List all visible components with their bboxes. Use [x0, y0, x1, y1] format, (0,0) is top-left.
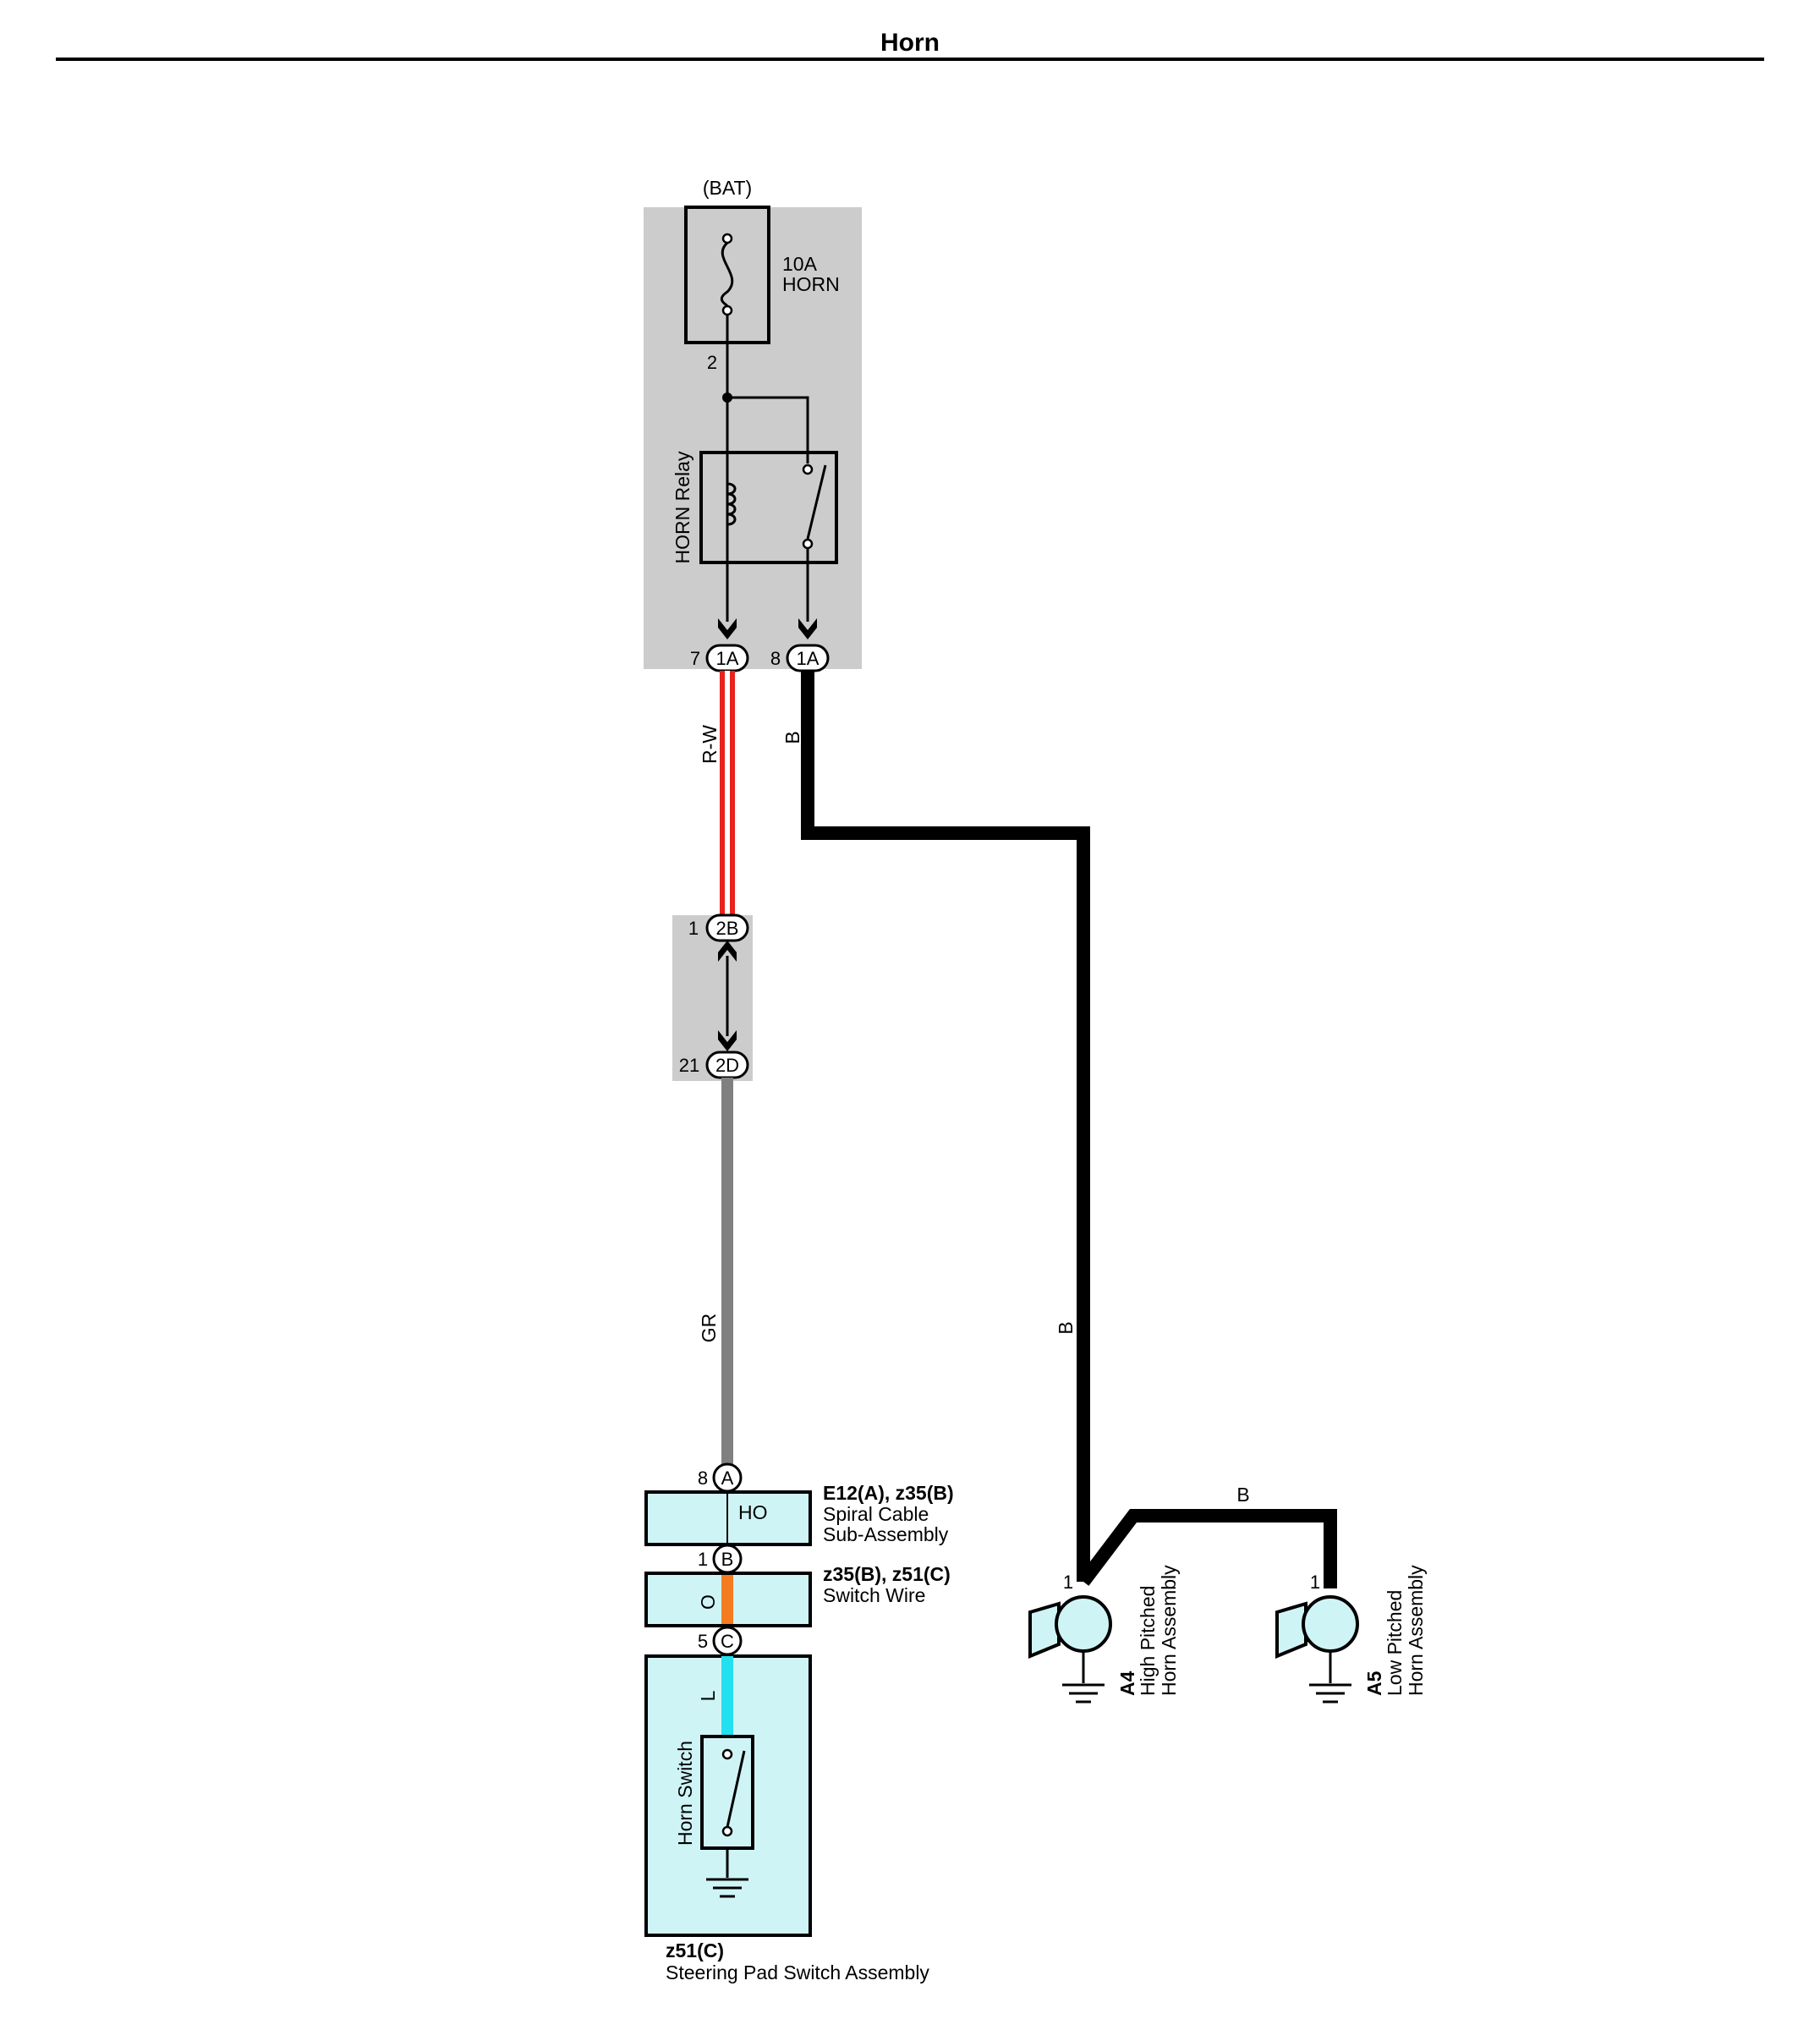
- horn-switch-name: Horn Switch: [674, 1741, 696, 1846]
- horn-low-pin: 1: [1310, 1572, 1320, 1593]
- wire-o-label: O: [697, 1594, 719, 1610]
- wire-b-label: B: [1055, 1321, 1077, 1334]
- relay-box: [699, 451, 838, 564]
- connector-pin: 21: [679, 1055, 699, 1076]
- relay-coil-icon: [726, 482, 737, 526]
- connector-pin: 8: [698, 1468, 708, 1489]
- fuse-name: HORN: [782, 273, 840, 295]
- connector-code: 2B: [716, 918, 739, 939]
- steering-pad-name: Steering Pad Switch Assembly: [666, 1961, 929, 1983]
- switch-wire-name: Switch Wire: [823, 1584, 925, 1606]
- relay-name: HORN Relay: [672, 451, 693, 563]
- fuse-out-pin: 2: [707, 352, 717, 373]
- relay-switch-feed: [727, 396, 809, 464]
- connector-a: [712, 1462, 743, 1493]
- wire-rw-label: R-W: [699, 725, 721, 764]
- horn-low-icon: [1275, 1595, 1359, 1704]
- connector-pin: 8: [770, 648, 781, 669]
- spiral-cable-name-1: Spiral Cable: [823, 1503, 929, 1525]
- horn-switch-contact-bottom: [721, 1825, 733, 1837]
- horn-low-name-1: Low Pitched: [1384, 1590, 1406, 1696]
- horn-high-icon: [1028, 1595, 1112, 1704]
- arrow-icon: [798, 618, 817, 639]
- horn-low-name-2: Horn Assembly: [1405, 1565, 1427, 1696]
- connector-pin: 1: [698, 1549, 708, 1570]
- fuse-rating: 10A: [782, 253, 818, 275]
- switch-wire-codes: z35(B), z51(C): [823, 1563, 951, 1585]
- horn-high-name-2: Horn Assembly: [1158, 1565, 1180, 1696]
- connector-code: B: [721, 1549, 734, 1570]
- fuse-relay-block: [644, 207, 862, 669]
- horn-high-name-1: High Pitched: [1137, 1586, 1159, 1696]
- relay-contact-bottom: [802, 538, 814, 550]
- connector-pin: 5: [698, 1631, 708, 1652]
- spiral-cable-inner: HO: [738, 1501, 768, 1523]
- arrow-icon: [718, 618, 737, 639]
- page-title: Horn: [880, 29, 940, 57]
- connector-code: C: [721, 1631, 734, 1652]
- connector-code: 1A: [716, 648, 739, 669]
- horn-switch-contact-top: [721, 1748, 733, 1760]
- connector-code: 1A: [797, 648, 820, 669]
- connector-pin: 1: [688, 918, 699, 939]
- horn-switch-icon: [726, 1750, 746, 1828]
- horn-low-code: A5: [1363, 1671, 1385, 1696]
- power-source-label: (BAT): [703, 177, 752, 199]
- spiral-cable-codes: E12(A), z35(B): [823, 1482, 954, 1504]
- fuse-element-icon: [720, 241, 734, 307]
- relay-contact-top: [802, 464, 814, 475]
- wire-b-label: B: [781, 731, 803, 743]
- wire-b: [801, 671, 1090, 1582]
- ground-icon: [706, 1878, 748, 1898]
- horn-high-code: A4: [1116, 1671, 1138, 1696]
- relay-switch-icon: [806, 464, 827, 540]
- wire-b-label: B: [1236, 1484, 1249, 1506]
- fuse-terminal-bottom: [721, 304, 733, 316]
- wire-b-bridge: [1077, 1509, 1337, 1588]
- wire-l: [721, 1656, 733, 1736]
- wire-l-label: L: [697, 1690, 719, 1701]
- arrow-icon: [718, 941, 737, 962]
- spiral-cable-name-2: Sub-Assembly: [823, 1523, 949, 1545]
- fuse-terminal-top: [721, 233, 733, 244]
- horn-high-pin: 1: [1063, 1572, 1073, 1593]
- connector-code: 2D: [715, 1055, 739, 1076]
- steering-pad-code: z51(C): [666, 1939, 724, 1961]
- connector-code: A: [721, 1468, 734, 1489]
- wire-o: [721, 1575, 733, 1624]
- connector-pin: 7: [690, 648, 700, 669]
- arrow-icon: [718, 1030, 737, 1051]
- wire-gr: [721, 1078, 733, 1468]
- wire-gr-label: GR: [698, 1314, 720, 1343]
